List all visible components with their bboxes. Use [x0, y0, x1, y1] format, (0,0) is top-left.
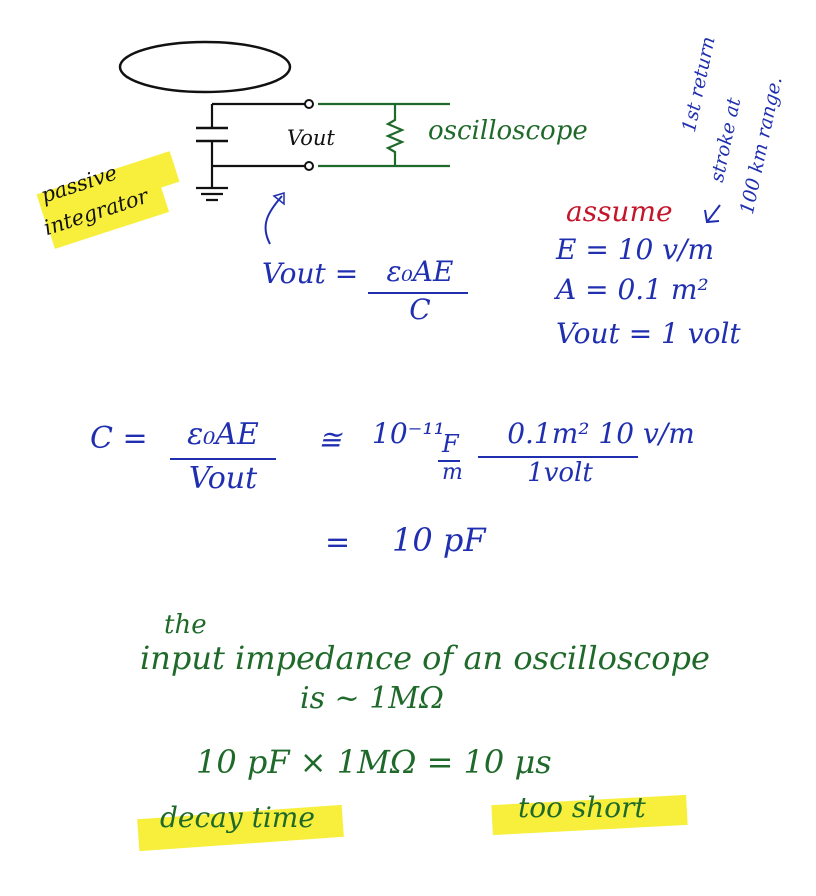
pointer-arrowhead: [272, 191, 285, 206]
scope-resistor: [385, 104, 405, 166]
c-result-eq: =: [325, 525, 351, 560]
impedance-line1: input impedance of an oscilloscope: [140, 639, 710, 677]
assume-heading: assume: [566, 195, 673, 228]
vout-formula-denominator: C: [409, 293, 431, 326]
c-formula-numerator: ε₀AE: [187, 417, 259, 452]
antenna-plate: [118, 40, 292, 94]
c-formula-coef: 10⁻¹¹: [372, 417, 445, 450]
vout-formula-numerator: ε₀AE: [386, 255, 454, 288]
top-terminal: [304, 99, 314, 109]
c-formula-approx: ≅: [318, 423, 342, 456]
side-note-arrow: [706, 204, 721, 223]
vout-label: Vout: [287, 126, 335, 150]
decay-time-label: decay time: [160, 801, 315, 834]
time-constant-expression: 10 pF × 1MΩ = 10 μs: [196, 743, 552, 781]
assume-vout-value: Vout = 1 volt: [556, 317, 741, 350]
pointer-arrow: [264, 195, 283, 245]
oscilloscope-label: oscilloscope: [428, 116, 588, 146]
too-short-label: too short: [518, 791, 646, 824]
vout-formula-lhs: Vout =: [262, 257, 359, 290]
c-formula-bar2: [478, 456, 638, 458]
impedance-the: the: [164, 610, 207, 640]
ground-symbol: [196, 186, 228, 202]
vout-formula-bar: [368, 292, 468, 294]
impedance-line2: is ~ 1MΩ: [300, 681, 444, 716]
c-formula-unit-den: m: [442, 460, 463, 485]
assume-e-value: E = 10 v/m: [556, 233, 715, 266]
c-formula-unit-num: F: [442, 430, 459, 458]
side-note-arrowhead: [704, 209, 720, 224]
c-formula-numerator2: 0.1m² 10 v/m: [507, 417, 695, 450]
c-formula-denominator2: 1volt: [527, 458, 593, 488]
assume-a-value: A = 0.1 m²: [556, 273, 709, 306]
c-formula-unit-bar: [438, 460, 460, 462]
c-result-value: 10 pF: [392, 521, 486, 559]
bottom-terminal: [304, 161, 314, 171]
c-formula-bar: [170, 458, 276, 460]
c-formula-lhs: C =: [90, 421, 148, 456]
c-formula-denominator: Vout: [188, 461, 258, 496]
